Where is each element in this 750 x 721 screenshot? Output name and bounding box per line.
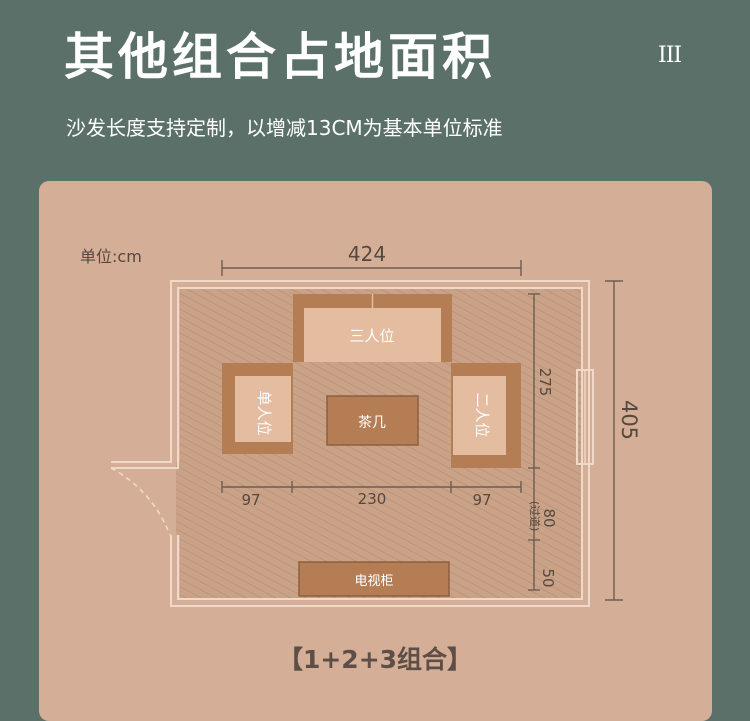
dimension-sofa-zone-label: 275: [536, 368, 554, 397]
page-subtitle: 沙发长度支持定制，以增减13CM为基本单位标准: [66, 116, 503, 140]
two-seat-sofa-label: 二人位: [473, 392, 491, 437]
dimension-height-label: 405: [617, 400, 641, 440]
dimension-bottom: [221, 481, 522, 493]
single-seat-sofa: [222, 363, 293, 454]
room-wall-inner: [111, 287, 583, 600]
dimension-bottom-right: 97: [472, 491, 491, 509]
coffee-table-label: 茶几: [358, 415, 386, 431]
dimension-aisle-note: (过道): [528, 501, 542, 532]
dimension-aisle-label: 80: [540, 508, 558, 527]
dimension-width-label: 424: [348, 242, 386, 266]
two-seat-sofa: [451, 363, 521, 468]
three-seat-sofa: [293, 294, 452, 362]
dimension-tv-zone-label: 50: [539, 568, 557, 587]
dimension-width: [221, 260, 522, 276]
dimension-bottom-left: 97: [241, 491, 260, 509]
dimension-inner-vertical: [528, 293, 540, 591]
combination-caption: 【1+2+3组合】: [277, 645, 473, 674]
dimension-bottom-middle: 230: [358, 490, 387, 508]
door-swing: [110, 467, 171, 536]
page-title: 其他组合占地面积: [64, 27, 496, 86]
tv-cabinet: [298, 561, 450, 597]
single-seat-sofa-label: 单人位: [255, 390, 273, 435]
floor-plan-diagram: 424 405 275 80 (过道) 50 97 230 97 三人位 单人位: [110, 242, 641, 607]
room-wall-outer: [111, 280, 590, 607]
coffee-table: [326, 395, 419, 446]
unit-label: 单位:cm: [80, 247, 142, 266]
dimension-height: [605, 280, 623, 601]
tv-cabinet-label: 电视柜: [354, 574, 393, 589]
section-number: III: [658, 43, 682, 68]
three-seat-sofa-label: 三人位: [349, 327, 394, 345]
